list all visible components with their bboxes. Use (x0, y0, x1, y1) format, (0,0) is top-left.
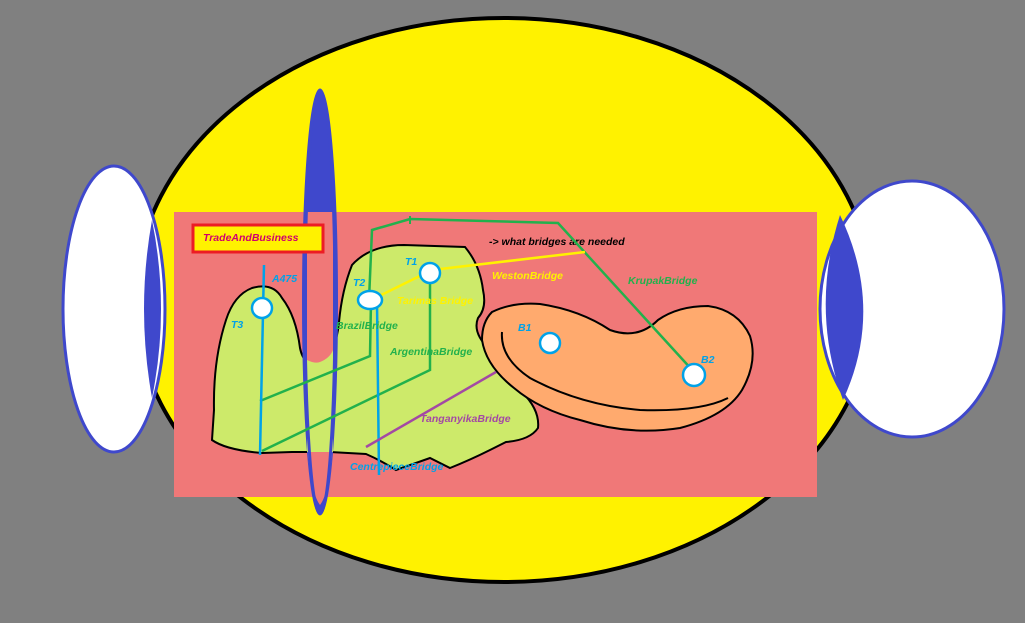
green-landmass (210, 243, 540, 472)
label-b1: B1 (518, 322, 532, 334)
title-text: TradeAndBusiness (203, 232, 299, 244)
label-brazil-bridge: BrazilBridge (336, 320, 398, 332)
blue-ellipse-land-fill (307, 350, 333, 452)
label-krupak-bridge: KrupakBridge (628, 275, 698, 287)
label-argentina-bridge: ArgentinaBridge (389, 346, 472, 358)
purple-bridge-line (365, 370, 497, 449)
label-a475: A475 (271, 273, 297, 285)
right-side-ellipse (818, 179, 1006, 439)
cyan-bridge-lines (258, 264, 381, 476)
left-side-ellipse (61, 164, 167, 454)
blue-ellipse-outline (303, 88, 337, 516)
node-t2 (356, 289, 384, 311)
label-tarimas-bridge: Tarimas Bridge (397, 295, 473, 307)
node-b2 (681, 362, 707, 388)
node-t1 (418, 261, 442, 285)
node-circles (250, 261, 707, 388)
title-box (191, 223, 325, 254)
node-t3 (250, 296, 274, 320)
orange-inner-curve (500, 331, 729, 412)
label-t2: T2 (353, 277, 365, 289)
node-b1 (538, 331, 562, 355)
label-t1: T1 (405, 256, 417, 268)
note-text: -> what bridges are needed (489, 236, 625, 248)
label-tanganyika-bridge: TanganyikaBridge (420, 413, 511, 425)
label-b2: B2 (701, 354, 715, 366)
label-weston-bridge: WestonBridge (492, 270, 563, 282)
label-centrepiece-bridge: CentrepieceBridge (350, 461, 444, 473)
label-t3: T3 (231, 319, 243, 331)
